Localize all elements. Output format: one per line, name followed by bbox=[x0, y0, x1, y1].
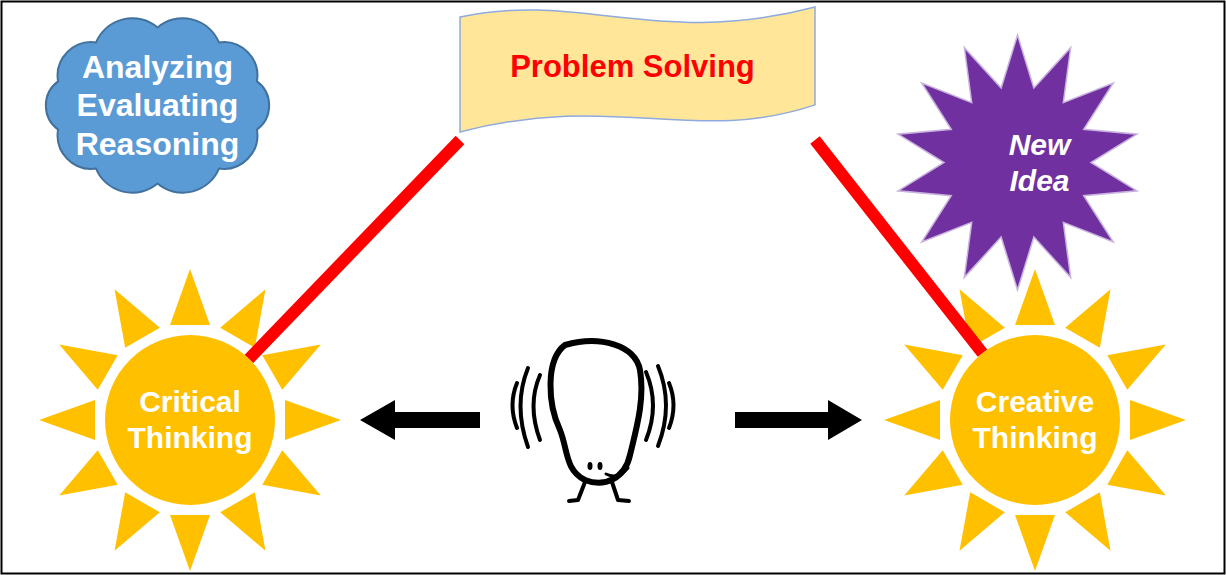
bulb-eye bbox=[598, 462, 603, 470]
text-area: Creative Thinking bbox=[950, 335, 1120, 505]
sun-ray bbox=[1107, 345, 1165, 390]
idea-starburst: New Idea bbox=[895, 35, 1140, 290]
bulb-leg bbox=[569, 482, 585, 501]
sun-ray bbox=[884, 400, 940, 440]
title-banner: Problem Solving bbox=[460, 5, 815, 140]
sun-ray bbox=[220, 492, 265, 550]
sun-ray bbox=[960, 289, 1005, 347]
sun-ray bbox=[262, 450, 320, 495]
motion-line bbox=[646, 372, 653, 440]
sun-ray bbox=[1107, 450, 1165, 495]
cloud-shape bbox=[46, 18, 269, 192]
bulb-eye bbox=[588, 462, 593, 470]
sun-ray bbox=[960, 492, 1005, 550]
sun-ray bbox=[1015, 269, 1055, 325]
sun-ray bbox=[262, 345, 320, 390]
node-label: New Idea bbox=[990, 127, 1090, 199]
sun-ray bbox=[285, 400, 341, 440]
node-label: Critical Thinking bbox=[115, 384, 265, 456]
left-arrow bbox=[360, 400, 480, 440]
sun-ray bbox=[115, 492, 160, 550]
sun-ray bbox=[220, 289, 265, 347]
sun-disc bbox=[950, 335, 1120, 505]
node-outline bbox=[105, 335, 275, 505]
connector-line bbox=[815, 140, 982, 353]
sun-ray bbox=[1130, 400, 1186, 440]
sun-ray bbox=[39, 400, 95, 440]
sun-ray bbox=[904, 345, 962, 390]
node-label: Analyzing Evaluating Reasoning bbox=[63, 48, 253, 163]
sun-ray bbox=[1065, 289, 1110, 347]
bulb-leg bbox=[612, 482, 629, 501]
sun-ray bbox=[904, 450, 962, 495]
motion-line bbox=[658, 366, 666, 446]
text-area: Critical Thinking bbox=[105, 335, 275, 505]
node-outline bbox=[950, 335, 1120, 505]
node-label: Problem Solving bbox=[468, 48, 798, 85]
text-area: New Idea bbox=[917, 35, 1162, 290]
motion-line bbox=[521, 368, 529, 447]
text-area: Problem Solving bbox=[455, 0, 810, 134]
sun-ray bbox=[170, 269, 210, 325]
node-outline bbox=[895, 35, 1140, 290]
starburst-shape bbox=[898, 35, 1137, 290]
sun-ray bbox=[1065, 492, 1110, 550]
sun-ray bbox=[115, 289, 160, 347]
sun-ray bbox=[59, 345, 117, 390]
text-area: Analyzing Evaluating Reasoning bbox=[30, 8, 285, 203]
sun-ray bbox=[170, 515, 210, 571]
motion-line bbox=[669, 383, 674, 428]
sun-circle: Creative Thinking bbox=[950, 335, 1120, 505]
sun-ray bbox=[1015, 515, 1055, 571]
node-label: Creative Thinking bbox=[960, 384, 1110, 456]
bulb-figure bbox=[513, 341, 674, 501]
bulb-head bbox=[550, 341, 641, 483]
banner-shape bbox=[460, 7, 815, 132]
sun-ray bbox=[59, 450, 117, 495]
sun-disc bbox=[105, 335, 275, 505]
motion-line bbox=[534, 375, 541, 440]
bulb-smile bbox=[606, 468, 628, 476]
thinking-cloud: Analyzing Evaluating Reasoning bbox=[30, 8, 285, 203]
sun-circle: Critical Thinking bbox=[105, 335, 275, 505]
connector-line bbox=[249, 140, 460, 359]
motion-line bbox=[513, 383, 518, 428]
right-arrow bbox=[735, 400, 862, 440]
